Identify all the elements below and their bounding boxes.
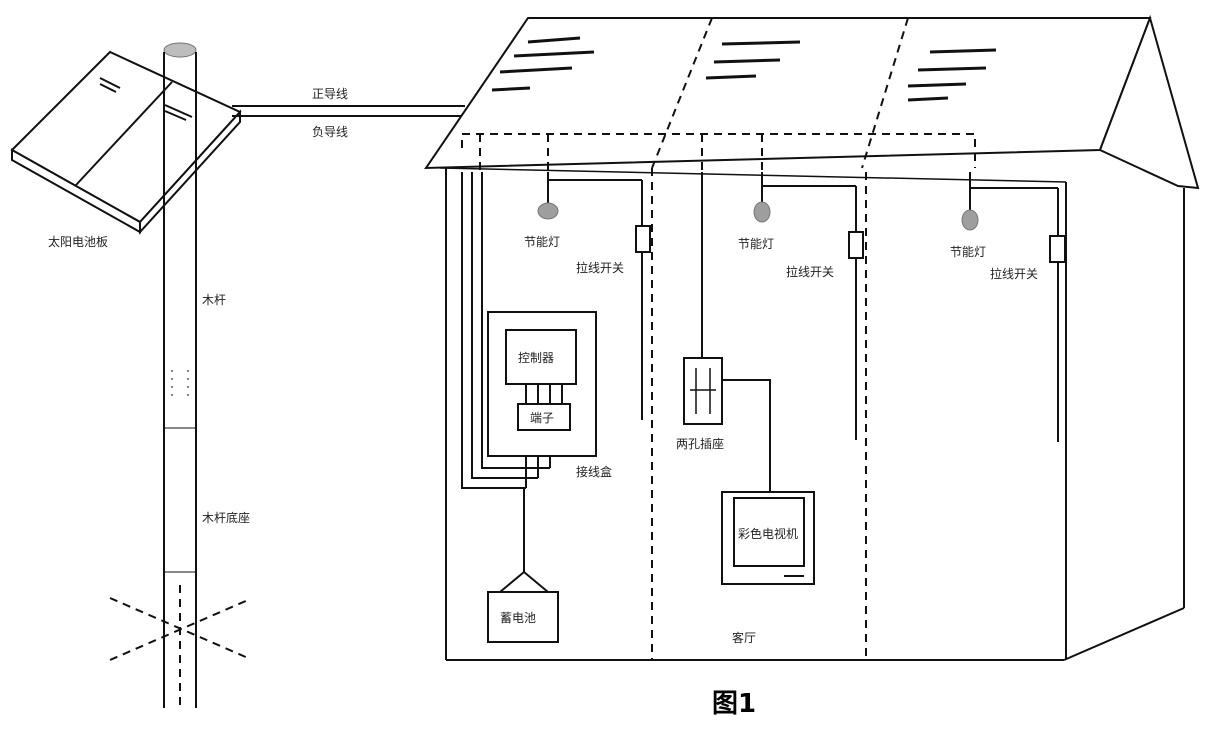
supply-wires: [232, 105, 465, 117]
lamp3-icon: [961, 209, 979, 231]
controller-box: [487, 311, 597, 457]
battery-label: 蓄电池: [500, 611, 536, 625]
tv-label: 彩色电视机: [738, 526, 798, 541]
switch1-icon[interactable]: [635, 225, 651, 253]
lamp3-label: 节能灯: [950, 245, 986, 259]
switch2-label: 拉线开关: [786, 264, 834, 279]
terminal-label: 端子: [530, 411, 554, 425]
lamp2-label: 节能灯: [738, 237, 774, 251]
switch2-icon[interactable]: [848, 231, 864, 259]
switch1-label: 拉线开关: [576, 260, 624, 275]
lamp1-label: 节能灯: [524, 235, 560, 249]
room-label: 客厅: [732, 630, 756, 645]
solar-panel-label: 太阳电池板: [48, 234, 108, 249]
house: [424, 14, 1200, 661]
battery-box: [487, 591, 559, 643]
room1-wiring: [461, 172, 643, 593]
solar-panel: [10, 50, 242, 235]
tv-icon: [721, 491, 815, 585]
ground-anchor: [109, 585, 249, 710]
lamp2-icon: [753, 201, 771, 223]
room2-wiring: [701, 172, 857, 492]
controller-label: 控制器: [518, 351, 554, 365]
switch3-icon[interactable]: [1049, 235, 1066, 263]
socket-icon[interactable]: [683, 357, 723, 425]
lamp1-icon: [537, 202, 559, 220]
pole-label: 木杆: [202, 293, 226, 307]
figure-caption: 图1: [712, 689, 756, 719]
room3-wiring: [969, 172, 1059, 442]
wire-bottom-label: 负导线: [312, 125, 348, 139]
wire-top-label: 正导线: [312, 87, 348, 101]
socket-label: 两孔插座: [676, 436, 724, 451]
switch3-label: 拉线开关: [990, 266, 1038, 281]
pole-base-label: 木杆底座: [202, 510, 250, 525]
junction-label: 接线盒: [576, 464, 612, 479]
wooden-pole: [163, 42, 197, 708]
